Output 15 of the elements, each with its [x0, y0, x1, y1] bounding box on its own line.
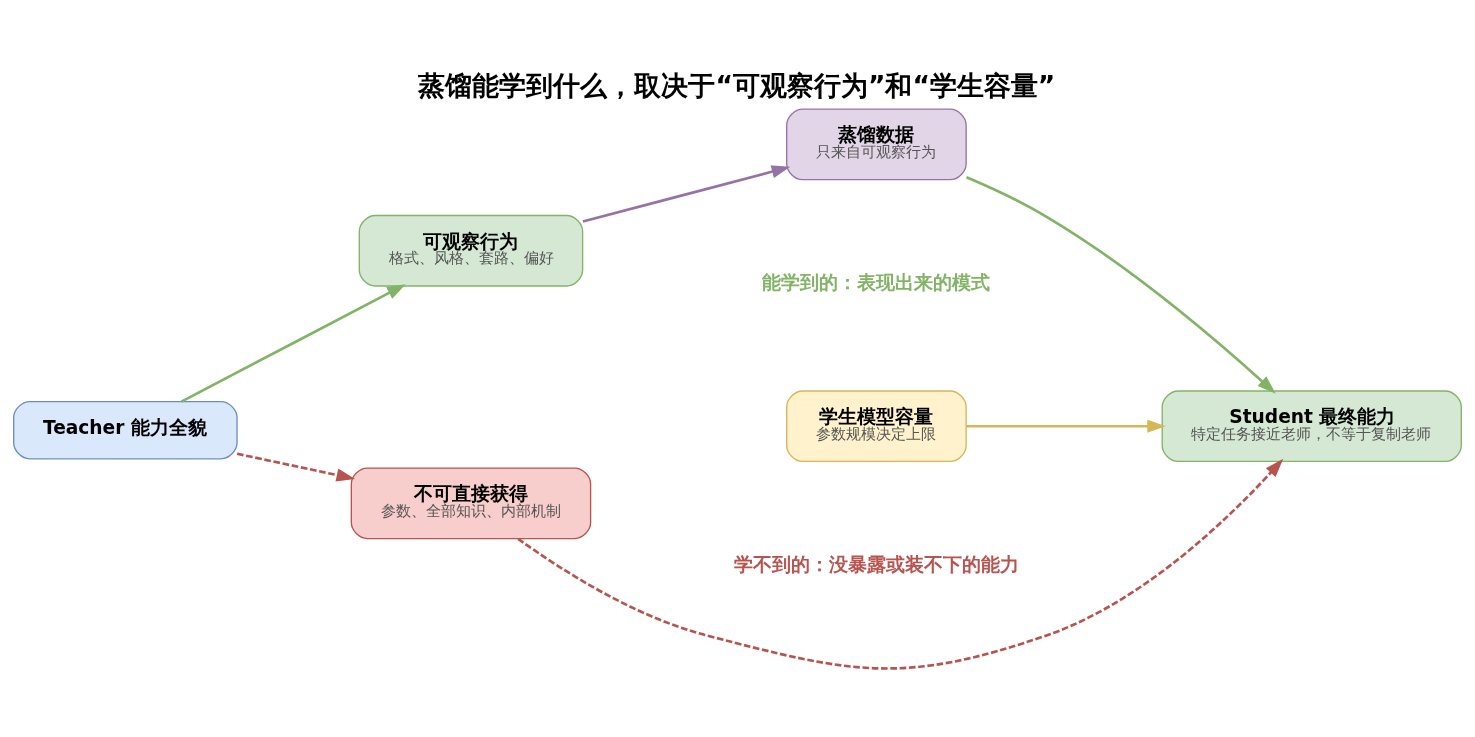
- arrow: [236, 451, 356, 481]
- node-box: 可观察行为 格式、风格、套路、偏好: [358, 214, 584, 287]
- arrow: [582, 164, 791, 223]
- node-box: 不可直接获得 参数、全部知识、内部机制: [350, 466, 592, 539]
- arrow: [180, 283, 406, 403]
- arrow: [965, 175, 1276, 394]
- diagram-title: 蒸馏能学到什么，取决于“可观察行为”和“学生容量”: [418, 69, 1056, 101]
- node-box: Student 最终能力 特定任务接近老师，不等于复制老师: [1161, 389, 1462, 462]
- node-box: 学生模型容量 参数规模决定上限: [786, 389, 967, 462]
- node-box: 蒸馏数据 只来自可观察行为: [786, 108, 967, 180]
- label: 能学到的：表现出来的模式: [762, 271, 991, 293]
- node-box: Teacher 能力全貌: [13, 400, 238, 459]
- arrow: [517, 458, 1284, 670]
- arrow: [966, 419, 1166, 433]
- label: 学不到的：没暴露或装不下的能力: [734, 553, 1020, 575]
